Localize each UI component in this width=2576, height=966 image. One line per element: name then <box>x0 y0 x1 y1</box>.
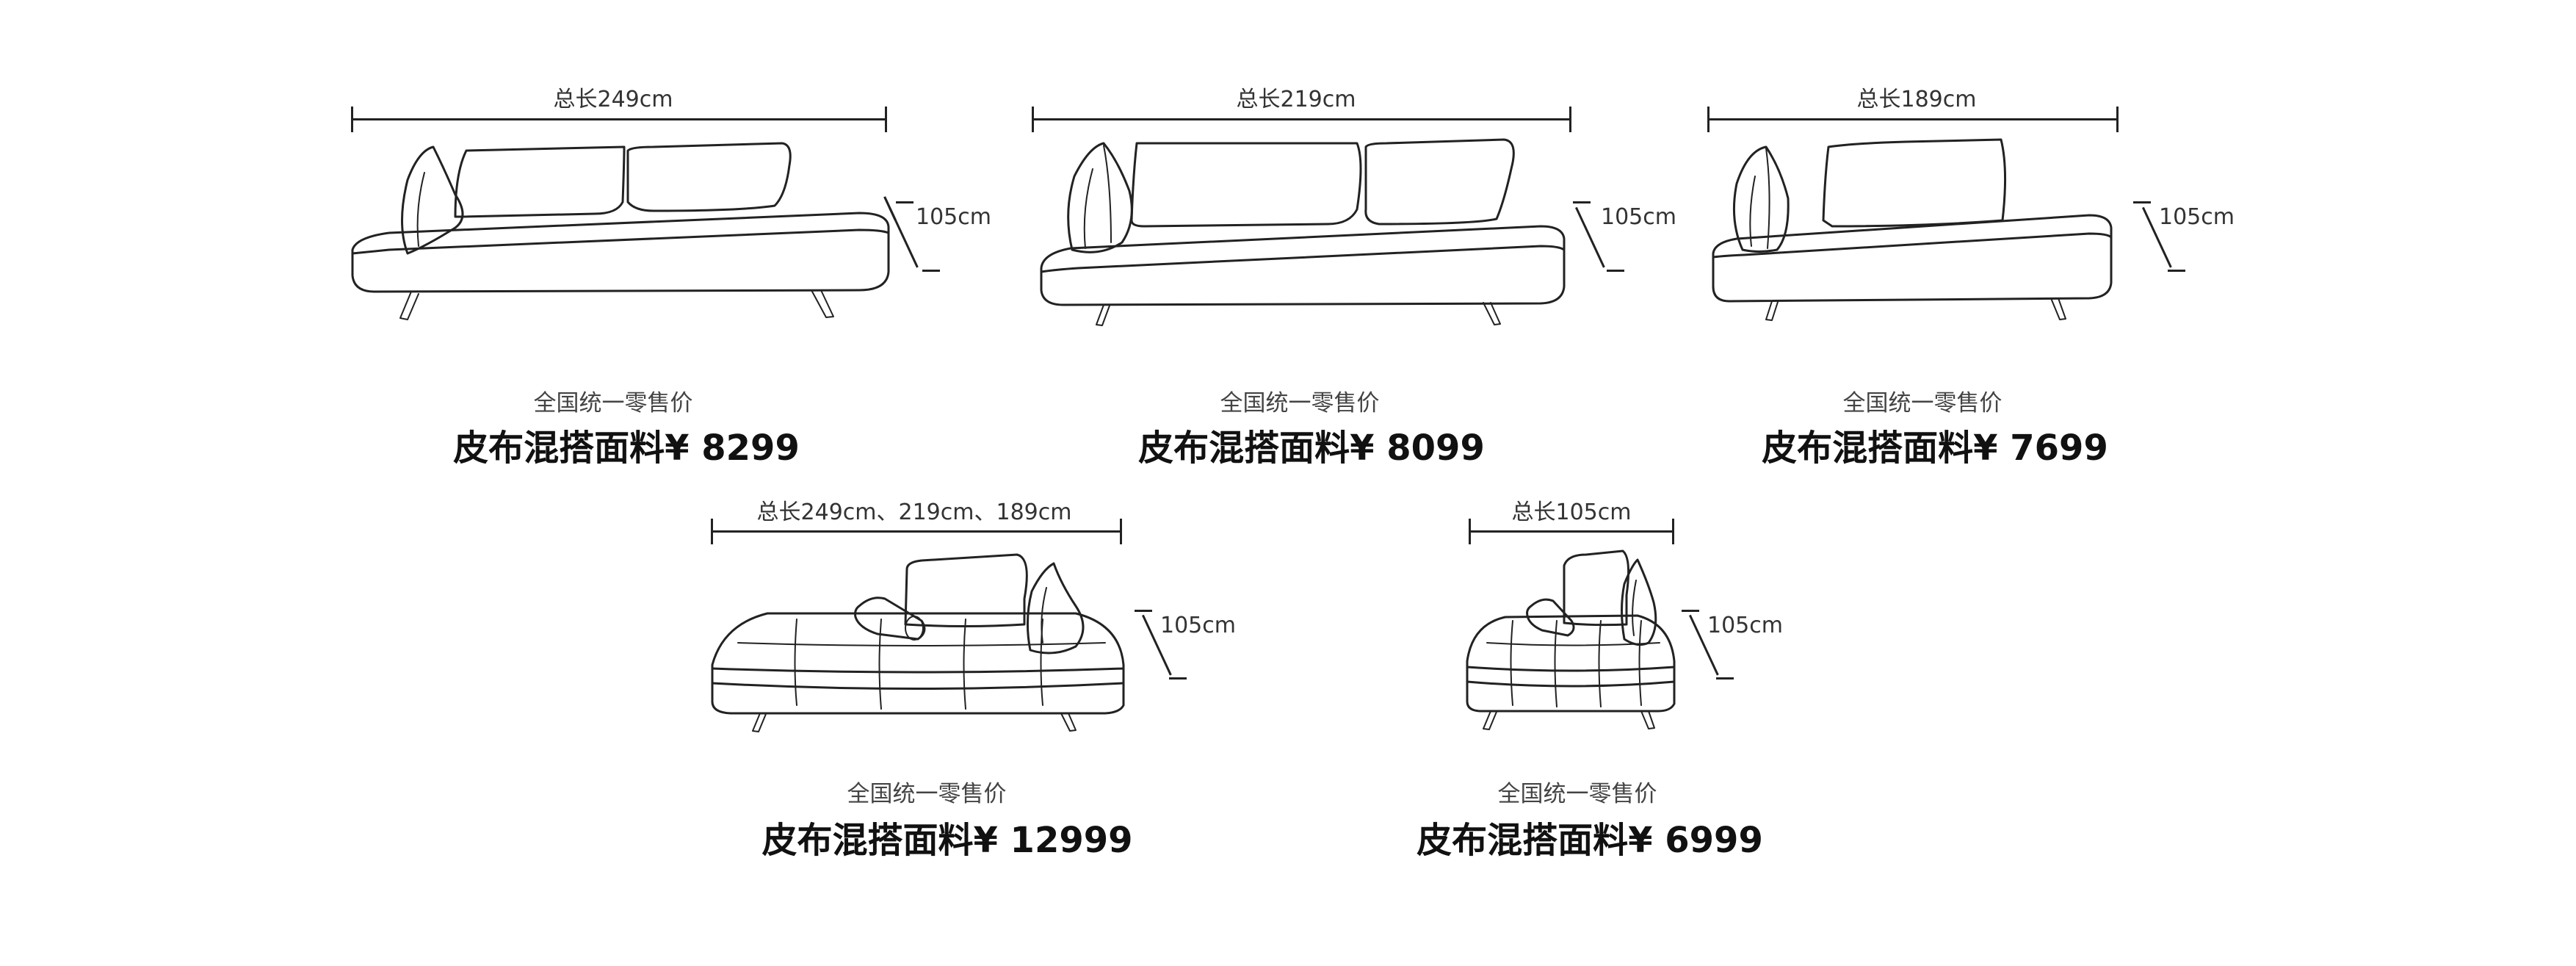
height-label: 105cm <box>1707 613 1783 638</box>
height-label: 105cm <box>1160 613 1236 638</box>
length-label: 总长189cm <box>1856 87 1977 112</box>
price: 皮布混搭面料¥ 12999 <box>761 820 1133 861</box>
height-label: 105cm <box>2159 204 2235 230</box>
height-label: 105cm <box>1601 204 1676 230</box>
price: 皮布混搭面料¥ 8099 <box>1138 428 1485 469</box>
sofa-189-drawing <box>1712 138 2113 321</box>
height-dimension-tick-bottom <box>922 270 940 272</box>
height-dimension-tick-top <box>1135 610 1152 612</box>
height-dimension-tick-bottom <box>1716 677 1734 680</box>
sofa-249-drawing <box>351 142 890 320</box>
height-dimension-tick-bottom <box>2168 270 2185 272</box>
sofa-105-drawing <box>1466 549 1676 730</box>
length-label: 总长105cm <box>1511 500 1632 525</box>
length-dimension-line <box>711 519 1122 544</box>
price-subtitle: 全国统一零售价 <box>1842 390 2002 417</box>
height-dimension-tick-bottom <box>1607 270 1624 272</box>
price-subtitle: 全国统一零售价 <box>1497 781 1657 807</box>
sofa-219-drawing <box>1040 138 1566 326</box>
height-dimension-tick-top <box>2133 201 2151 203</box>
length-dimension-line <box>1707 107 2119 132</box>
length-dimension-line <box>1032 107 1571 132</box>
sofa-daybed-drawing <box>711 553 1125 732</box>
height-dimension-tick-top <box>1682 610 1699 612</box>
length-dimension-line <box>1469 519 1674 544</box>
height-dimension-tick-top <box>1573 201 1591 203</box>
height-dimension-tick-top <box>896 201 913 203</box>
price-subtitle: 全国统一零售价 <box>533 390 693 417</box>
height-label: 105cm <box>916 204 991 230</box>
price-subtitle: 全国统一零售价 <box>847 781 1007 807</box>
length-label: 总长219cm <box>1236 87 1356 112</box>
length-label: 总长249cm、219cm、189cm <box>756 500 1072 525</box>
height-dimension-tick-bottom <box>1169 677 1187 680</box>
price: 皮布混搭面料¥ 8299 <box>453 428 800 469</box>
length-label: 总长249cm <box>553 87 673 112</box>
length-dimension-line <box>351 107 887 132</box>
price: 皮布混搭面料¥ 6999 <box>1417 820 1763 861</box>
price: 皮布混搭面料¥ 7699 <box>1762 428 2108 469</box>
price-subtitle: 全国统一零售价 <box>1220 390 1380 417</box>
